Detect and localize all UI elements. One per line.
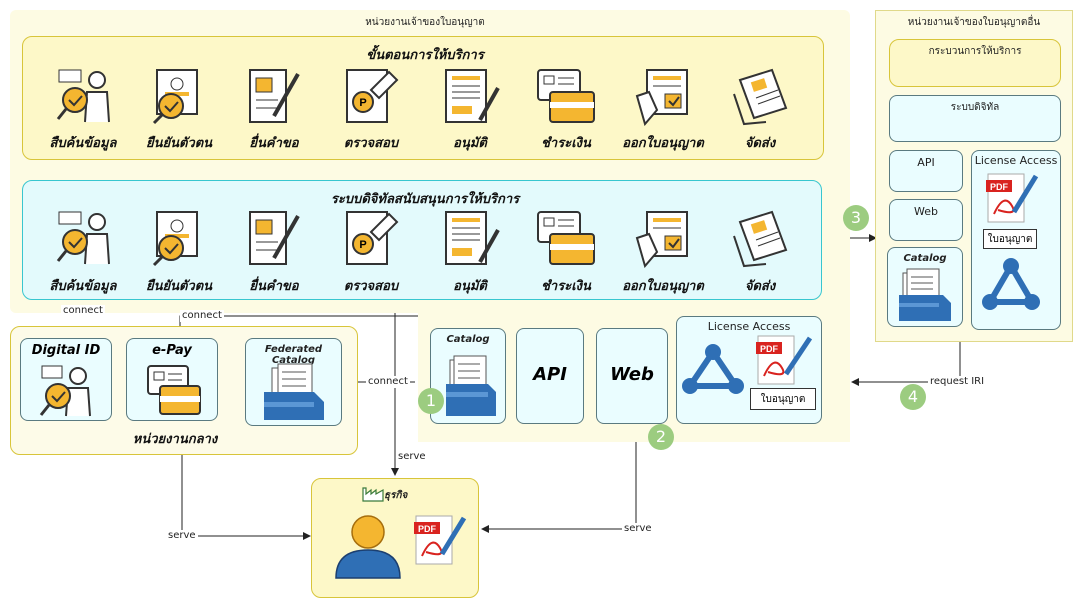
digital-steps-label-5: ชำระเงิน bbox=[541, 279, 591, 294]
process-box-title: ขั้นตอนการให้บริการ bbox=[366, 48, 484, 63]
digital-box-title: ระบบดิจิทัลสนับสนุนการให้บริการ bbox=[330, 192, 520, 207]
other-process-box bbox=[889, 39, 1061, 87]
central-agency-title: หน่วยงานกลาง bbox=[132, 432, 218, 447]
edge-connect-3: connect bbox=[366, 376, 410, 388]
svg-text:PDF: PDF bbox=[990, 182, 1009, 192]
business-title: ธุรกิจ bbox=[384, 490, 408, 501]
digital-steps-label-0: สืบค้นข้อมูล bbox=[49, 279, 117, 294]
delivery-newspaper-icon bbox=[733, 210, 788, 268]
application-form-icon bbox=[249, 211, 300, 265]
license-doc-label: ใบอนุญาต bbox=[750, 388, 816, 410]
digital-steps-label-2: ยื่นคำขอ bbox=[249, 279, 299, 294]
issue-license-icon bbox=[635, 211, 688, 268]
digital-steps-label-7: จัดส่ง bbox=[744, 279, 776, 294]
epay-label: e-Pay bbox=[152, 343, 192, 358]
digital-steps-label-4: อนุมัติ bbox=[453, 279, 487, 294]
other-catalog-label: Catalog bbox=[903, 253, 947, 264]
edge-serve-3: serve bbox=[622, 523, 654, 535]
other-web-label: Web bbox=[914, 205, 938, 218]
web-service-label: Web bbox=[610, 364, 654, 385]
payment-card-icon bbox=[537, 211, 595, 265]
digital-steps-label-1: ยืนยันตัวตน bbox=[145, 279, 213, 294]
marker-3: 3 bbox=[843, 205, 869, 231]
share-network-icon bbox=[982, 258, 1040, 310]
other-license-doc: ใบอนุญาต bbox=[983, 229, 1037, 249]
process-steps-label-7: จัดส่ง bbox=[744, 136, 776, 151]
inspection-stamp-icon: P bbox=[346, 69, 399, 123]
main-owner-title: หน่วยงานเจ้าของใบอนุญาต bbox=[365, 17, 485, 28]
svg-text:PDF: PDF bbox=[760, 344, 779, 354]
digital-box bbox=[22, 180, 822, 300]
federated-catalog-label: Federated Catalog bbox=[264, 344, 323, 366]
license-pdf-icon: PDF bbox=[756, 335, 813, 385]
edge-connect-2: connect bbox=[180, 310, 224, 322]
process-steps-label-5: ชำระเงิน bbox=[541, 136, 591, 151]
svg-text:P: P bbox=[359, 97, 366, 109]
digital-id-label: Digital ID bbox=[31, 343, 101, 358]
edge-serve-1: serve bbox=[396, 451, 428, 463]
catalog-service-label: Catalog bbox=[446, 334, 490, 345]
other-api-box[interactable] bbox=[889, 150, 963, 192]
process-steps-label-2: ยื่นคำขอ bbox=[249, 136, 299, 151]
process-steps-label-0: สืบค้นข้อมูล bbox=[49, 136, 117, 151]
approval-sign-icon bbox=[445, 69, 500, 123]
api-service-card[interactable] bbox=[516, 328, 584, 424]
approval-sign-icon bbox=[445, 211, 500, 265]
other-process-label: กระบวนการให้บริการ bbox=[928, 46, 1022, 57]
other-web-box[interactable] bbox=[889, 199, 963, 241]
process-steps-label-4: อนุมัติ bbox=[453, 136, 487, 151]
line-serve-left bbox=[181, 455, 311, 540]
user-icon bbox=[335, 515, 401, 579]
pdf-icon: PDF bbox=[986, 173, 1039, 223]
edge-request-iri: request IRI bbox=[928, 376, 987, 388]
digital-steps-label-6: ออกใบอนุญาต bbox=[622, 279, 704, 294]
payment-card-icon bbox=[537, 69, 595, 123]
verify-identity-icon bbox=[152, 69, 198, 125]
catalog-service-icon bbox=[446, 355, 496, 416]
marker-2: 2 bbox=[648, 424, 674, 450]
other-api-label: API bbox=[917, 156, 935, 169]
process-box bbox=[22, 36, 824, 160]
search-person-icon bbox=[56, 69, 110, 123]
process-steps-label-1: ยืนยันตัวตน bbox=[145, 136, 213, 151]
svg-text:P: P bbox=[359, 239, 366, 251]
inspection-stamp-icon: P bbox=[346, 211, 399, 265]
other-digital-label: ระบบดิจิทัล bbox=[950, 102, 1000, 113]
edge-connect-1: connect bbox=[61, 305, 105, 317]
other-catalog-icon bbox=[899, 268, 951, 321]
web-service-card[interactable] bbox=[596, 328, 668, 424]
license-share-icon bbox=[682, 344, 744, 394]
factory-icon bbox=[362, 487, 384, 502]
other-digital-box bbox=[889, 95, 1061, 142]
delivery-newspaper-icon bbox=[733, 68, 788, 126]
process-steps-label-3: ตรวจสอบ bbox=[343, 136, 399, 151]
search-person-icon bbox=[56, 211, 110, 265]
svg-text:PDF: PDF bbox=[418, 524, 437, 534]
api-service-label: API bbox=[533, 364, 567, 385]
application-form-icon bbox=[249, 69, 300, 123]
license-access-label: License Access bbox=[707, 320, 791, 333]
digital-steps-label-3: ตรวจสอบ bbox=[343, 279, 399, 294]
business-pdf-icon: PDF bbox=[414, 515, 467, 565]
other-license-label: License Access bbox=[974, 154, 1058, 167]
edge-serve-2: serve bbox=[166, 530, 198, 542]
issue-license-icon bbox=[635, 69, 688, 126]
other-owner-title: หน่วยงานเจ้าของใบอนุญาตอื่น bbox=[907, 17, 1041, 28]
catalog-icon bbox=[264, 363, 324, 420]
marker-4: 4 bbox=[900, 384, 926, 410]
marker-1: 1 bbox=[418, 388, 444, 414]
process-steps-label-6: ออกใบอนุญาต bbox=[622, 136, 704, 151]
digital-id-icon bbox=[39, 365, 91, 417]
verify-identity-icon bbox=[152, 211, 198, 267]
epay-icon bbox=[147, 365, 201, 415]
